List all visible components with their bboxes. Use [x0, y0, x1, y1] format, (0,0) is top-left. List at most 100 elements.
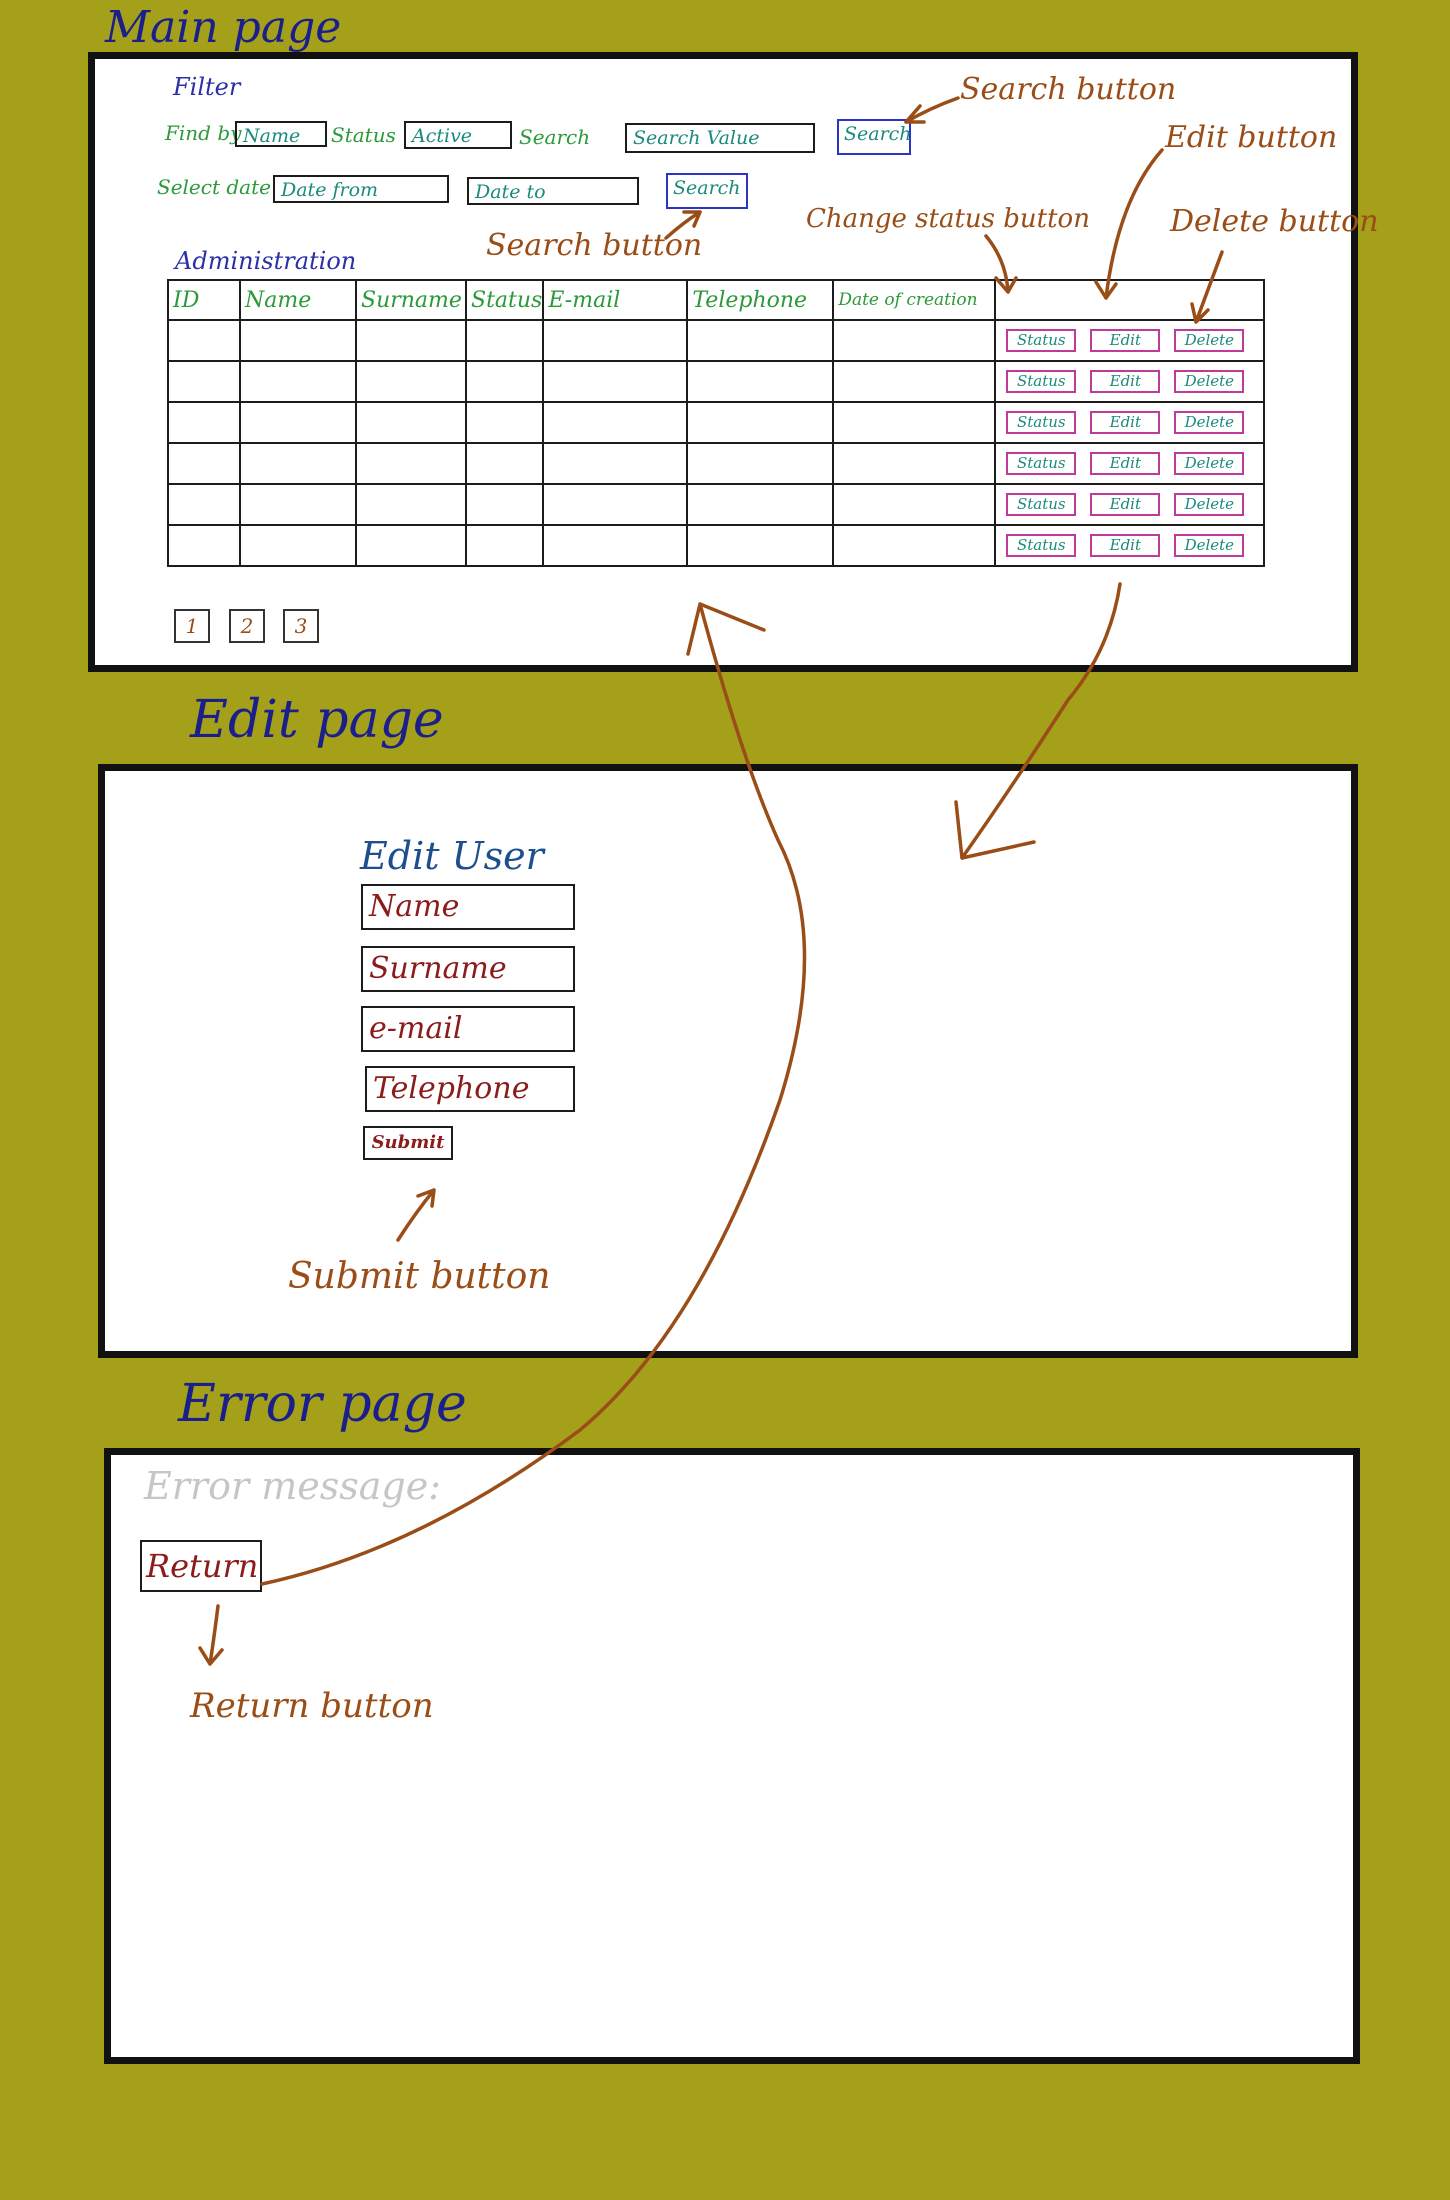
delete-row-button[interactable]: Delete — [1174, 534, 1245, 557]
delete-row-button[interactable]: Delete — [1174, 411, 1245, 434]
status-filter-select[interactable]: Active — [404, 121, 512, 149]
annotation-submit-button: Submit button — [288, 1256, 551, 1297]
table-cell — [355, 442, 467, 485]
column-header-id: ID — [167, 279, 241, 321]
delete-row-button[interactable]: Delete — [1174, 370, 1245, 393]
table-cell — [542, 442, 689, 485]
table-row: Status Edit Delete — [167, 319, 1265, 362]
table-cell — [355, 483, 467, 526]
table-cell — [686, 401, 835, 444]
table-cell — [832, 319, 997, 362]
table-cell — [686, 524, 835, 567]
edit-row-button[interactable]: Edit — [1090, 329, 1161, 352]
edit-row-button[interactable]: Edit — [1090, 411, 1161, 434]
table-row: Status Edit Delete — [167, 442, 1265, 485]
status-row-button[interactable]: Status — [1006, 370, 1077, 393]
table-header-row: ID Name Surname Status E-mail Telephone … — [167, 279, 1265, 321]
status-row-button[interactable]: Status — [1006, 411, 1077, 434]
search-filter-label: Search — [519, 125, 591, 149]
table-cell — [464, 524, 545, 567]
table-cell — [239, 483, 357, 526]
annotation-delete-button: Delete button — [1170, 204, 1379, 239]
table-cell — [832, 360, 997, 403]
delete-row-button[interactable]: Delete — [1174, 329, 1245, 352]
table-row: Status Edit Delete — [167, 524, 1265, 567]
table-cell — [542, 360, 689, 403]
column-header-surname: Surname — [355, 279, 467, 321]
date-to-input[interactable]: Date to — [467, 177, 639, 205]
column-header-actions — [994, 279, 1265, 321]
status-row-button[interactable]: Status — [1006, 452, 1077, 475]
date-from-input[interactable]: Date from — [273, 175, 449, 203]
table-cell — [832, 483, 997, 526]
table-cell — [686, 360, 835, 403]
edit-page-title: Edit page — [190, 690, 444, 750]
search-value-input[interactable]: Search Value — [625, 123, 815, 153]
page-1-button[interactable]: 1 — [174, 609, 210, 643]
submit-button[interactable]: Submit — [363, 1126, 453, 1160]
users-table: ID Name Surname Status E-mail Telephone … — [167, 279, 1265, 567]
actions-cell: Status Edit Delete — [994, 360, 1265, 403]
status-row-button[interactable]: Status — [1006, 493, 1077, 516]
select-date-label: Select date — [157, 175, 271, 199]
table-cell — [686, 483, 835, 526]
actions-cell: Status Edit Delete — [994, 524, 1265, 567]
table-cell — [167, 319, 241, 362]
find-by-name-input[interactable]: Name — [235, 121, 327, 147]
edit-email-input[interactable]: e-mail — [361, 1006, 575, 1052]
column-header-date-of-creation: Date of creation — [832, 279, 997, 321]
column-header-name: Name — [239, 279, 357, 321]
actions-cell: Status Edit Delete — [994, 483, 1265, 526]
table-cell — [686, 442, 835, 485]
table-row: Status Edit Delete — [167, 401, 1265, 444]
delete-row-button[interactable]: Delete — [1174, 493, 1245, 516]
edit-surname-input[interactable]: Surname — [361, 946, 575, 992]
edit-page-panel — [98, 764, 1358, 1358]
table-cell — [464, 319, 545, 362]
error-page-panel — [104, 1448, 1360, 2064]
page-3-button[interactable]: 3 — [283, 609, 319, 643]
table-cell — [239, 360, 357, 403]
return-button[interactable]: Return — [140, 1540, 262, 1592]
table-cell — [355, 524, 467, 567]
table-cell — [167, 442, 241, 485]
status-filter-label: Status — [331, 123, 396, 147]
annotation-search-button: Search button — [960, 72, 1177, 107]
filter-heading: Filter — [173, 73, 241, 101]
actions-cell: Status Edit Delete — [994, 442, 1265, 485]
edit-row-button[interactable]: Edit — [1090, 534, 1161, 557]
edit-row-button[interactable]: Edit — [1090, 370, 1161, 393]
table-cell — [167, 483, 241, 526]
actions-cell: Status Edit Delete — [994, 319, 1265, 362]
table-cell — [355, 319, 467, 362]
table-cell — [464, 483, 545, 526]
edit-name-input[interactable]: Name — [361, 884, 575, 930]
table-cell — [832, 524, 997, 567]
delete-row-button[interactable]: Delete — [1174, 452, 1245, 475]
table-cell — [355, 360, 467, 403]
table-cell — [832, 401, 997, 444]
error-message-text: Error message: — [144, 1464, 441, 1508]
table-cell — [542, 319, 689, 362]
edit-telephone-input[interactable]: Telephone — [365, 1066, 575, 1112]
status-row-button[interactable]: Status — [1006, 329, 1077, 352]
edit-row-button[interactable]: Edit — [1090, 493, 1161, 516]
annotation-return-button: Return button — [190, 1686, 434, 1726]
table-cell — [239, 524, 357, 567]
table-cell — [542, 483, 689, 526]
date-search-button[interactable]: Search — [666, 173, 748, 209]
search-button[interactable]: Search — [837, 119, 912, 155]
administration-heading: Administration — [175, 247, 357, 275]
edit-row-button[interactable]: Edit — [1090, 452, 1161, 475]
table-cell — [239, 442, 357, 485]
table-cell — [832, 442, 997, 485]
status-row-button[interactable]: Status — [1006, 534, 1077, 557]
page-2-button[interactable]: 2 — [229, 609, 265, 643]
table-cell — [239, 319, 357, 362]
table-cell — [239, 401, 357, 444]
column-header-email: E-mail — [542, 279, 689, 321]
table-cell — [542, 401, 689, 444]
table-cell — [464, 442, 545, 485]
table-cell — [355, 401, 467, 444]
